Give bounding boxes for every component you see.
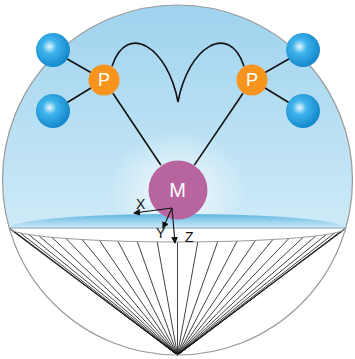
bond-line — [113, 93, 161, 165]
substituent-balls — [36, 33, 320, 128]
phosphorus-atom: P — [88, 64, 120, 96]
converging-lines — [10, 228, 346, 355]
axis-label: X — [136, 197, 145, 211]
axis-label: Z — [185, 230, 194, 244]
lower-hemisphere — [3, 228, 353, 355]
bond-line — [194, 93, 243, 165]
bond-line — [112, 43, 244, 102]
phosphorus-atom: P — [236, 64, 268, 96]
surface-edge — [10, 228, 346, 242]
metal-atom: M — [148, 160, 208, 220]
horizon-line — [10, 228, 346, 229]
sphere-outline — [3, 5, 353, 355]
atom-label: P — [98, 70, 110, 91]
atom-label: M — [169, 179, 186, 202]
atom-label: P — [246, 70, 258, 91]
axis-label: Y — [156, 226, 165, 240]
dome — [3, 5, 353, 228]
